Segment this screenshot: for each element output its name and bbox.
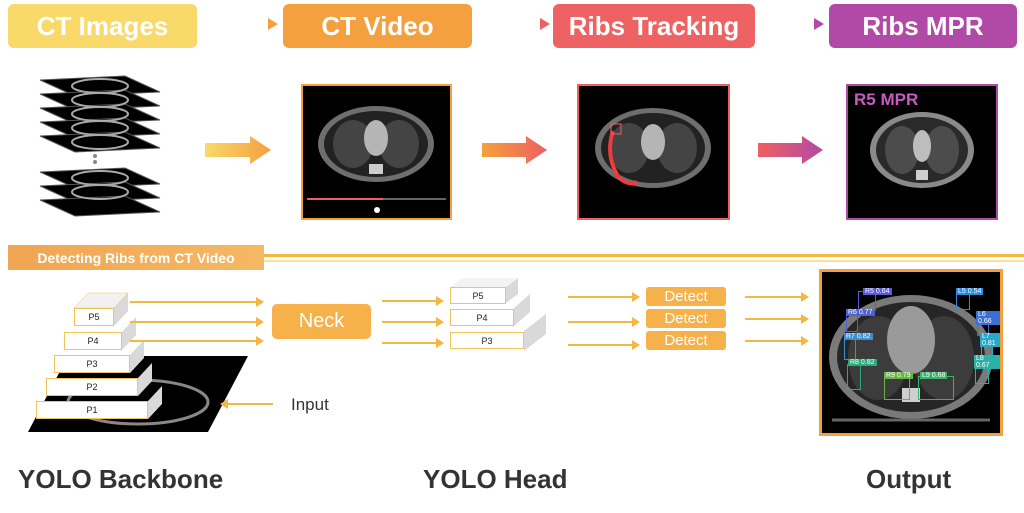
- section-banner: Detecting Ribs from CT Video: [8, 245, 264, 270]
- arrow-head-to-detect-1: [568, 292, 640, 302]
- det-box-r8: [847, 364, 861, 390]
- arrow-p5-to-neck: [130, 297, 264, 307]
- head-level-p4: P4: [450, 309, 514, 326]
- mpr-label: R5 MPR: [854, 90, 919, 109]
- input-label: Input: [291, 395, 329, 414]
- ct-video-scan: [307, 106, 446, 213]
- backbone-level-p5: P5: [74, 308, 114, 326]
- det-box-r6: [846, 314, 858, 332]
- arrow-head-to-detect-3: [568, 340, 640, 350]
- arrow-video-to-tracking-mid: [482, 136, 547, 164]
- ct-image-stack: [39, 75, 161, 217]
- det-label-l9: L9 0.68: [920, 372, 948, 379]
- middle-arrows: [205, 136, 823, 164]
- head-stack-sides: [450, 278, 546, 351]
- output-title: Output: [866, 464, 952, 494]
- banner-line-light: [264, 260, 1024, 262]
- stage-ribs-mpr-label: Ribs MPR: [862, 10, 984, 41]
- arrow-p3-to-neck: [130, 336, 264, 346]
- ct-video-frame: [301, 84, 452, 220]
- neck-label: Neck: [298, 310, 345, 332]
- backbone-level-p1: P1: [36, 401, 148, 419]
- detect-box-3: Detect: [646, 331, 726, 350]
- top-arrows: [207, 18, 824, 30]
- output-scan: [829, 295, 993, 422]
- head-stack: P5 P4 P3: [446, 276, 566, 360]
- input-arrowhead: [220, 399, 228, 409]
- backbone-level-p4: P4: [64, 332, 122, 350]
- input-arrow: [228, 403, 273, 405]
- stage-ribs-tracking: Ribs Tracking: [553, 4, 755, 48]
- det-label-r6: R6 0.77: [846, 309, 875, 316]
- det-label-l5: L5 0.54: [956, 288, 984, 295]
- stage-ribs-mpr: Ribs MPR: [829, 4, 1017, 48]
- backbone-level-p3: P3: [54, 355, 130, 373]
- det-label-l8: L8 0.67: [974, 355, 1000, 369]
- det-box-l9: [918, 376, 954, 400]
- arrow-neck-to-head-1: [382, 296, 444, 306]
- det-label-l6: L6 0.66: [976, 311, 1000, 325]
- stage-ribs-tracking-label: Ribs Tracking: [568, 10, 740, 41]
- stage-ct-video-label: CT Video: [321, 10, 434, 41]
- stage-ct-video: CT Video: [283, 4, 472, 48]
- arrow-head-to-detect-2: [568, 317, 640, 327]
- det-label-r5: R5 0.64: [863, 288, 892, 295]
- backbone-title: YOLO Backbone: [18, 464, 224, 494]
- head-level-p5: P5: [450, 287, 506, 304]
- arrow-stack-to-video: [205, 136, 271, 164]
- pyramid-sides: [73, 292, 162, 419]
- section-banner-label: Detecting Ribs from CT Video: [37, 249, 235, 266]
- head-title: YOLO Head: [423, 464, 568, 494]
- stage-ct-images-label: CT Images: [36, 10, 169, 41]
- arrow-p4-to-neck: [130, 317, 264, 327]
- mpr-scan: [870, 112, 974, 188]
- backbone-level-p2: P2: [46, 378, 138, 396]
- arrow-tracking-to-mpr-mid: [758, 136, 823, 164]
- ribs-tracking-scan: [595, 108, 711, 188]
- arrow-detect-to-output-2: [745, 314, 809, 324]
- det-box-r7: [844, 338, 856, 360]
- det-label-r7: R7 0.82: [844, 333, 873, 340]
- banner-line: [264, 254, 1024, 257]
- output-frame: R5 0.64 L5 0.54 R6 0.77 L6 0.66 R7 0.82 …: [819, 269, 1003, 436]
- detect-box-1: Detect: [646, 287, 726, 306]
- det-label-l7: L7 0.81: [980, 333, 1000, 347]
- detect-box-2: Detect: [646, 309, 726, 328]
- det-label-r9: R9 0.79: [884, 372, 913, 379]
- det-label-r8: R8 0.82: [848, 359, 877, 366]
- arrow-neck-to-head-3: [382, 338, 444, 348]
- ribs-mpr-frame: R5 MPR: [846, 84, 998, 220]
- arrow-detect-to-output-3: [745, 336, 809, 346]
- neck-box: Neck: [272, 304, 371, 339]
- stage-ct-images: CT Images: [8, 4, 197, 48]
- backbone-pyramid: P1 P2 P3 P4 P5: [30, 286, 210, 426]
- head-level-p3: P3: [450, 332, 524, 349]
- ribs-tracking-frame: [577, 84, 730, 220]
- arrow-detect-to-output-1: [745, 292, 809, 302]
- arrow-neck-to-head-2: [382, 317, 444, 327]
- det-box-r9: [884, 376, 910, 400]
